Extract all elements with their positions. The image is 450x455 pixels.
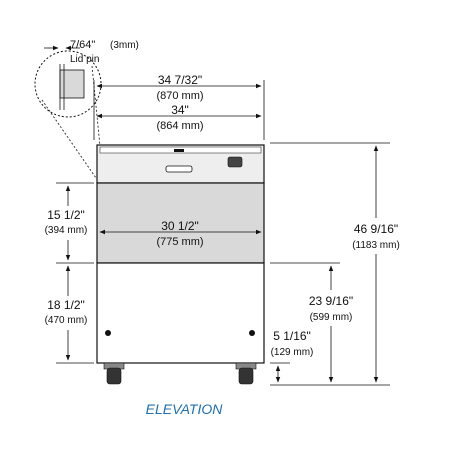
opening-width-imperial: 30 1/2"	[161, 219, 199, 233]
overall-width-dimension: 34 7/32" (870 mm)	[93, 73, 265, 140]
left-bolt	[105, 330, 111, 336]
lower-height-metric: (470 mm)	[45, 315, 88, 326]
left-height-dimensions: 15 1/2" (394 mm) 18 1/2" (470 mm)	[36, 182, 96, 364]
pin-size-label: 7/64"	[70, 39, 95, 51]
overall-width-imperial: 34 7/32"	[158, 73, 202, 87]
cabinet-width-dimension: 34" (864 mm)	[96, 103, 262, 132]
lid-pin-detail: 7/64" (3mm) Lid pin	[34, 39, 139, 179]
lower-height-imperial: 18 1/2"	[47, 298, 85, 312]
opening-height-metric: (394 mm)	[45, 225, 88, 236]
overall-width-metric: (870 mm)	[156, 90, 203, 102]
caster-height-imperial: 5 1/16"	[273, 329, 311, 343]
upper-opening-panel	[96, 182, 265, 264]
lower-cabinet	[96, 262, 265, 364]
cabinet	[96, 144, 265, 385]
lid-latch	[227, 156, 243, 168]
right-bolt	[249, 330, 255, 336]
opening-width-dimension: 30 1/2" (775 mm)	[99, 219, 262, 248]
caster-height-metric: (129 mm)	[271, 347, 314, 358]
lid-pin-label: Lid pin	[70, 54, 99, 65]
lid-handle	[165, 165, 193, 173]
left-caster	[103, 362, 125, 385]
opening-width-metric: (775 mm)	[156, 236, 203, 248]
opening-height-imperial: 15 1/2"	[47, 208, 85, 222]
base-to-opening-imperial: 23 9/16"	[309, 294, 353, 308]
right-height-dimensions: 46 9/16" (1183 mm) 23 9/16" (599 mm) 5 1…	[270, 142, 410, 386]
view-caption: ELEVATION	[146, 401, 224, 417]
base-to-opening-metric: (599 mm)	[310, 312, 353, 323]
cabinet-width-imperial: 34"	[171, 103, 189, 117]
total-height-metric: (1183 mm)	[352, 240, 400, 251]
right-caster	[235, 362, 257, 385]
cabinet-width-metric: (864 mm)	[156, 120, 203, 132]
pin-metric-label: (3mm)	[110, 40, 139, 51]
total-height-imperial: 46 9/16"	[354, 222, 398, 236]
